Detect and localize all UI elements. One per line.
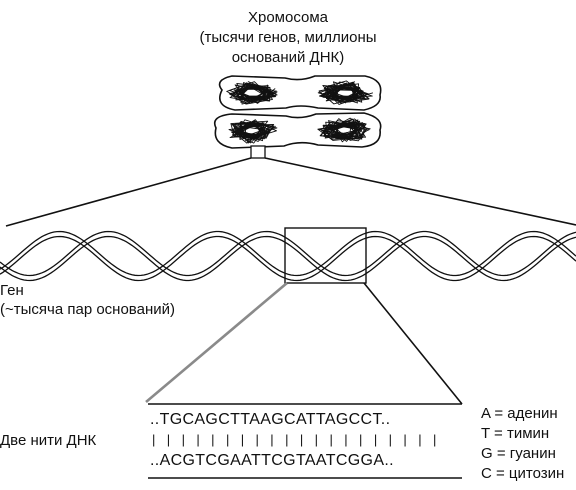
legend-item-thymine: T = тимин [481, 425, 550, 442]
zoom-line-left [5, 157, 252, 227]
chromatin-loop [321, 121, 364, 143]
zoom-line-right [264, 157, 576, 226]
chromosome-subtitle-line1: (тысячи генов, миллионы [199, 29, 377, 46]
helix-strand [0, 235, 576, 282]
chromatin-tangle [226, 80, 374, 144]
helix-strand [0, 235, 576, 282]
dna-double-helix [0, 230, 576, 282]
legend-item-cytosine: C = цитозин [481, 465, 565, 482]
top-strand-sequence: ..TGCAGCTTAAGCATTAGCCT.. [150, 411, 391, 428]
chromatin-loop [234, 119, 270, 144]
bottom-strand-sequence: ..ACGTCGAATTCGTAATCGGA.. [150, 452, 394, 469]
legend-item-adenine: A = аденин [481, 405, 558, 422]
chromatin-loop [322, 82, 373, 103]
chromosome-gene-marker [250, 145, 266, 159]
dna-strands-label: Две нити ДНК [0, 432, 97, 449]
legend-item-guanine: G = гуанин [481, 445, 556, 462]
helix-strand [0, 230, 576, 277]
zoom-line-base-left [145, 282, 288, 403]
gene-selection-box [284, 227, 367, 284]
chromosome-illustration [213, 75, 382, 159]
base-legend: A = аденин T = тимин G = гуанин C = цито… [481, 404, 564, 484]
chromatin-loop [228, 81, 271, 103]
chromosome-title: Хромосома [247, 9, 328, 26]
chromosome-subtitle-line2: оснований ДНК) [231, 49, 345, 66]
gene-subtitle: (~тысяча пар оснований) [0, 301, 175, 318]
base-pair-bonds: | | | | | | | | | | | | | | | | | | | | [152, 432, 441, 447]
gene-title: Ген [0, 282, 24, 299]
zoom-line-base-right [363, 282, 463, 405]
helix-strand [0, 230, 576, 277]
